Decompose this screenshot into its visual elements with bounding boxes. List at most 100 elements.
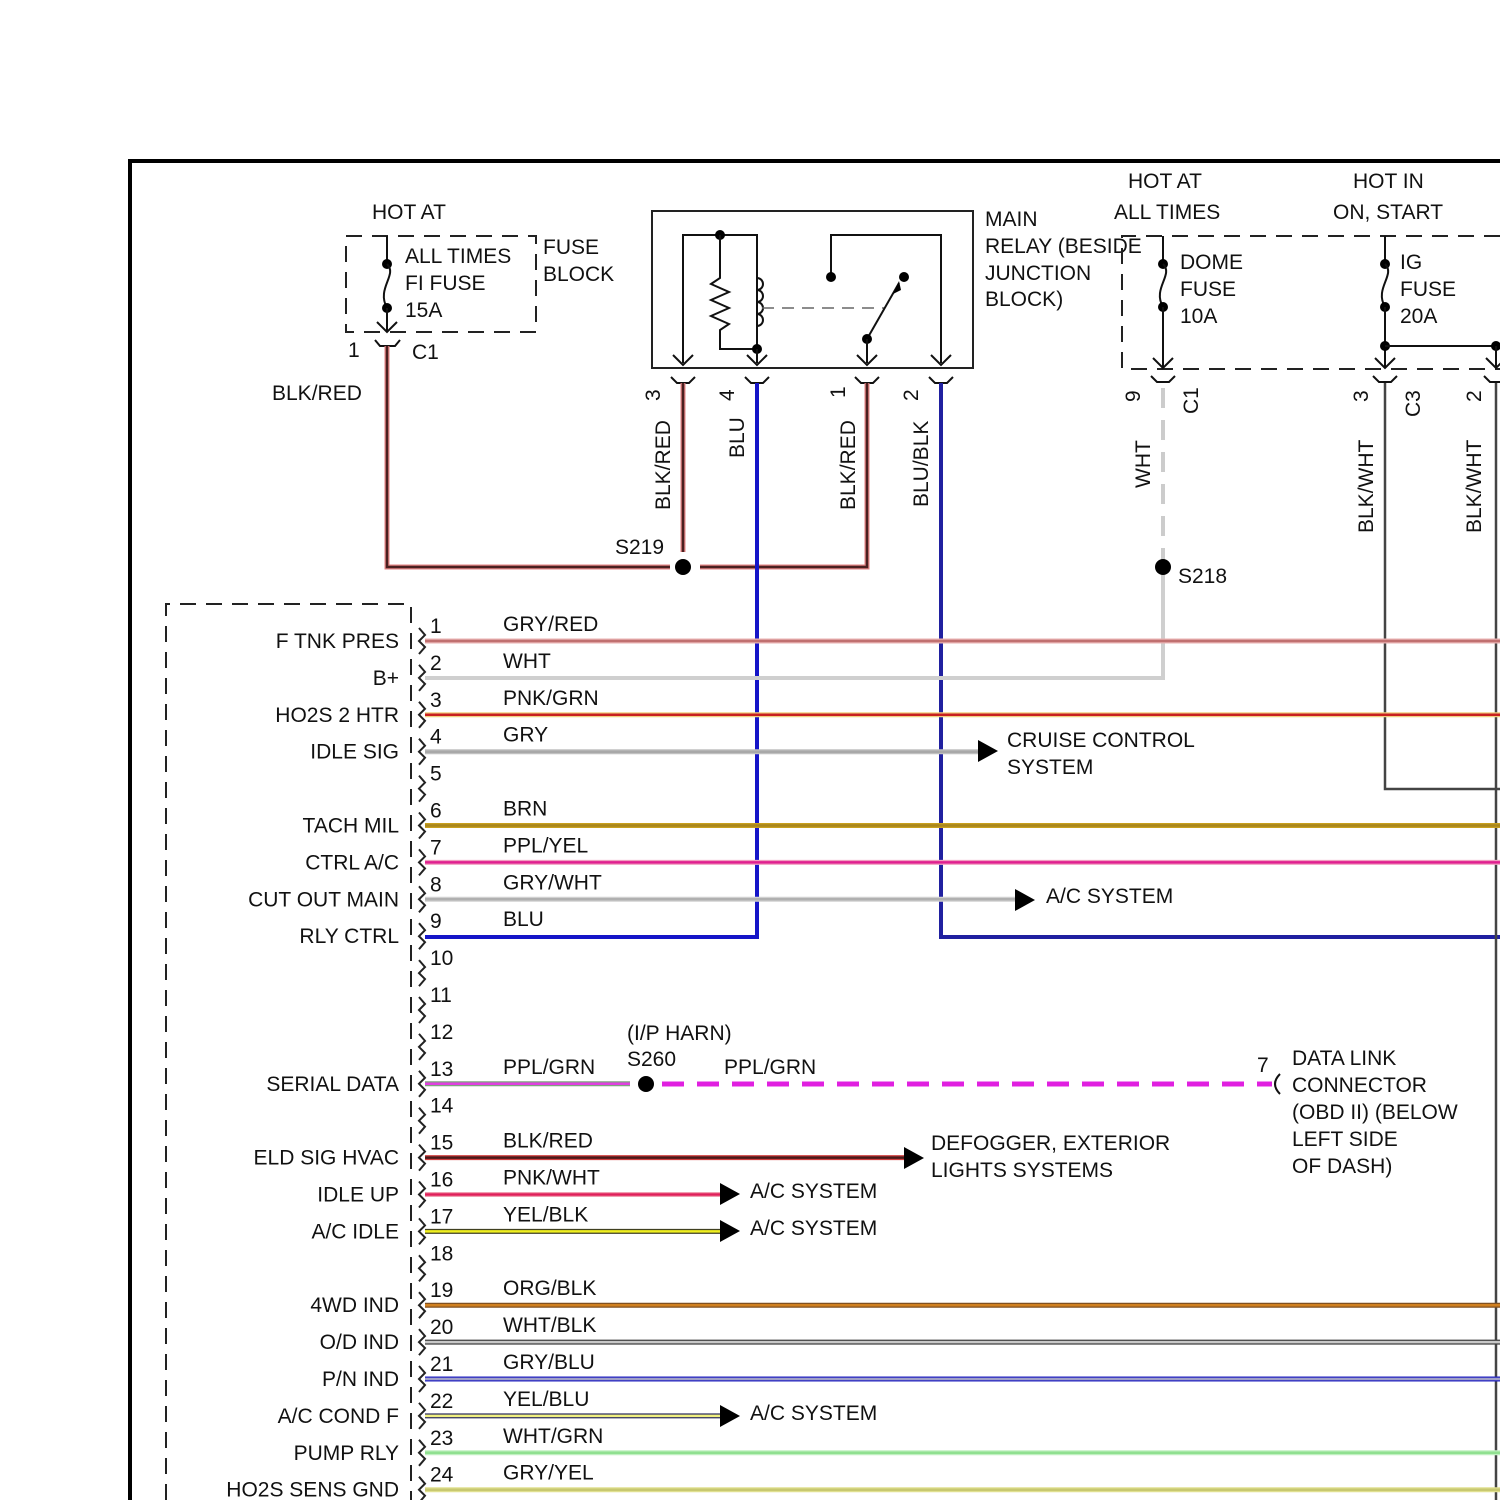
- fuse-line-3: 15A: [405, 299, 442, 322]
- wire-relay-pin-2-blu-blk: [939, 383, 1500, 939]
- pin-bracket-icon: [417, 1070, 427, 1098]
- pin-bracket-icon: [417, 701, 427, 729]
- cruise-label-1: CRUISE CONTROL: [1007, 729, 1195, 752]
- junction-block-outline: [1121, 235, 1500, 370]
- fuse-connector-id: C1: [412, 341, 439, 364]
- relay-wire-3: BLK/RED: [652, 420, 675, 510]
- pin-wire-color-label: WHT: [503, 650, 551, 673]
- connector-socket-icon: [1150, 375, 1176, 383]
- wire-blk-red-fuse-core: [385, 346, 670, 569]
- relay-contact-icon: [826, 272, 836, 282]
- pin-wire-color-label: YEL/BLU: [503, 1388, 589, 1411]
- wire-blk-red-fuse: [384, 346, 670, 570]
- ig2-pin: 2: [1463, 390, 1486, 402]
- pin-function-label: SERIAL DATA: [266, 1073, 399, 1096]
- fuse-icon: [382, 263, 392, 309]
- pin-number: 11: [430, 984, 452, 1007]
- pin-function-label: ELD SIG HVAC: [254, 1147, 399, 1170]
- pin-bracket-icon: [417, 1291, 427, 1319]
- splice-s260-label: S260: [627, 1048, 676, 1071]
- pin-number: 22: [430, 1390, 453, 1413]
- relay-pin-1: 1: [827, 386, 850, 398]
- switch-arrow-icon: [893, 281, 901, 294]
- connector-arrow-icon: [856, 354, 878, 367]
- dome-header-2: ALL TIMES: [1114, 201, 1220, 224]
- fuse-block-label-1: FUSE: [543, 236, 599, 259]
- ig-wire: BLK/WHT: [1355, 439, 1378, 533]
- pin-bracket-icon: [417, 738, 427, 766]
- splice-s219-label: S219: [615, 536, 664, 559]
- pin-bracket-icon: [417, 1143, 427, 1172]
- fuse-block-outline: [345, 235, 537, 333]
- dlc-pin: 7: [1257, 1054, 1269, 1077]
- pcm-pin-row: 14: [417, 1095, 454, 1135]
- pin-wire-color-label: PPL/GRN: [503, 1056, 595, 1079]
- splice-s260-icon: [638, 1076, 654, 1092]
- pin-wire-color-label: PNK/GRN: [503, 687, 599, 710]
- connector-arrow-icon: [746, 354, 768, 367]
- connector-arrow-icon: [1374, 357, 1396, 370]
- pin-number: 23: [430, 1427, 453, 1450]
- connector-arrow-icon: [930, 354, 952, 367]
- junction-block: HOT AT ALL TIMES HOT IN ON, START DOME F…: [1114, 170, 1500, 533]
- pin-function-label: IDLE UP: [317, 1184, 399, 1207]
- pin-bracket-icon: [417, 1476, 427, 1500]
- relay-label-3: JUNCTION: [985, 262, 1091, 285]
- relay-wire-1: BLK/RED: [837, 420, 860, 510]
- pin-function-label: HO2S SENS GND: [226, 1479, 399, 1500]
- defogger-label-2: LIGHTS SYSTEMS: [931, 1159, 1113, 1182]
- ig-header-2: ON, START: [1333, 201, 1443, 224]
- ac-label-pin17: A/C SYSTEM: [750, 1217, 877, 1240]
- pin-bracket-icon: [417, 1254, 427, 1282]
- pin-function-label: A/C COND F: [278, 1405, 399, 1428]
- pcm-pin-row: 2B+WHT: [373, 650, 551, 692]
- dome-pin: 9: [1122, 390, 1145, 402]
- pin-number: 14: [430, 1095, 454, 1118]
- relay-label-1: MAIN: [985, 208, 1038, 231]
- fuse-pin-number: 1: [348, 339, 360, 362]
- pin-bracket-icon: [417, 922, 427, 950]
- ig-fuse-line-1: IG: [1400, 251, 1422, 274]
- cruise-arrow-icon: [978, 740, 998, 762]
- diagram-frame: [128, 159, 1500, 1500]
- pin-number: 17: [430, 1205, 453, 1228]
- ac-label-pin8: A/C SYSTEM: [1046, 885, 1173, 908]
- pin-bracket-icon: [417, 1328, 427, 1356]
- pin-wire-color-label: YEL/BLK: [503, 1203, 588, 1226]
- ig-fuse-line-3: 20A: [1400, 305, 1437, 328]
- resistor-icon: [708, 235, 757, 350]
- pin-wire-color-label: WHT/GRN: [503, 1425, 603, 1448]
- ig-fuse-icon: [1380, 263, 1390, 308]
- pin-number: 18: [430, 1242, 453, 1265]
- pin-wire-color-label: GRY/BLU: [503, 1351, 595, 1374]
- ac-arrow-icon-16: [720, 1183, 740, 1205]
- relay-pin-3: 3: [642, 389, 665, 401]
- pin-number: 2: [430, 652, 442, 675]
- coil-icon: [756, 277, 764, 327]
- pin-wire-color-label: WHT/BLK: [503, 1314, 596, 1337]
- defogger-arrow-icon: [904, 1147, 924, 1169]
- pcm-pin-row: 12: [417, 1021, 453, 1061]
- pin-bracket-icon: [417, 1107, 427, 1135]
- pin-number: 19: [430, 1279, 453, 1302]
- pin-number: 1: [430, 615, 442, 638]
- pin-function-label: CTRL A/C: [305, 851, 399, 874]
- pin-number: 7: [430, 836, 442, 859]
- cruise-label-2: SYSTEM: [1007, 756, 1093, 779]
- pin-wire-color-label: ORG/BLK: [503, 1277, 596, 1300]
- relay-switch-circuit: [830, 234, 942, 363]
- main-relay: MAIN RELAY (BESIDE JUNCTION BLOCK) 3 BLK…: [642, 208, 1142, 510]
- ac-arrow-icon: [1015, 889, 1035, 911]
- switch-arm-icon: [866, 282, 900, 340]
- pcm-pin-row: 18: [417, 1242, 453, 1282]
- dome-fuse-icon: [1158, 263, 1168, 308]
- dome-fuse-line-2: FUSE: [1180, 278, 1236, 301]
- pin-wire-color-label: BLK/RED: [503, 1130, 593, 1153]
